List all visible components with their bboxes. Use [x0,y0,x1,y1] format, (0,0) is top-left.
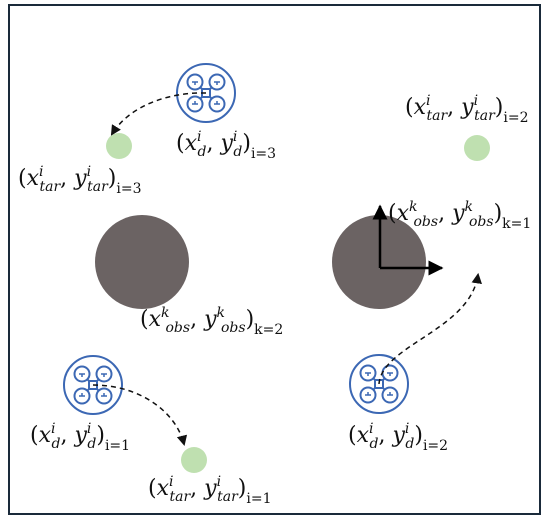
obstacle-k2 [95,215,189,309]
trajectory-i3 [110,92,207,136]
target-point-i1 [181,447,207,473]
svg-text:(xid, yid)i=2: (xid, yid)i=2 [348,421,448,454]
target-point-i2 [464,135,490,161]
svg-text:(xid, yid)i=1: (xid, yid)i=1 [30,421,130,454]
trajectory-i1 [92,384,188,447]
diagram-frame [8,4,541,515]
target-point-i3 [106,133,132,159]
trajectory-i2 [378,272,482,385]
svg-text:(xid, yid)i=3: (xid, yid)i=3 [176,129,276,162]
